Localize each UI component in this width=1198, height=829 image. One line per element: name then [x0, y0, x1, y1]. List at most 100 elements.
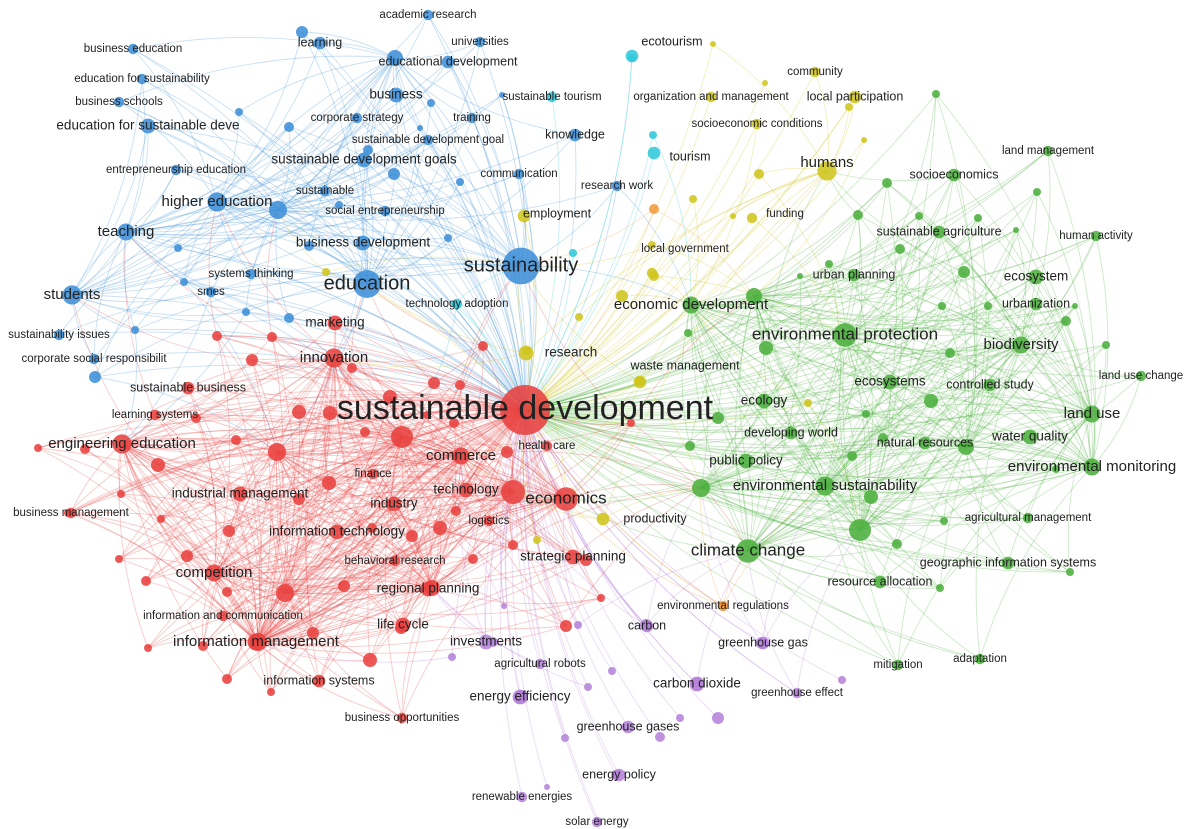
term-node[interactable]: [546, 91, 558, 103]
term-label[interactable]: technology adoption: [406, 298, 509, 310]
term-node[interactable]: [882, 374, 898, 390]
term-node[interactable]: [245, 268, 257, 280]
term-label[interactable]: economic development: [614, 296, 769, 313]
term-label[interactable]: environmental sustainability: [733, 477, 918, 494]
term-node[interactable]: [353, 270, 381, 298]
term-node[interactable]: [181, 381, 195, 395]
term-node[interactable]: [1083, 405, 1101, 423]
term-label[interactable]: logistics: [469, 515, 510, 527]
term-label[interactable]: teaching: [98, 223, 155, 240]
term-node[interactable]: [386, 496, 402, 512]
term-node[interactable]: [388, 87, 404, 103]
term-label[interactable]: behavioral research: [344, 555, 445, 567]
term-label[interactable]: academic research: [379, 9, 476, 21]
term-label[interactable]: industrial management: [172, 486, 309, 501]
term-node[interactable]: [565, 549, 581, 565]
term-node[interactable]: [1090, 230, 1102, 242]
term-label[interactable]: business: [369, 87, 423, 102]
term-label[interactable]: universities: [451, 36, 509, 48]
term-node[interactable]: [113, 96, 125, 108]
term-node[interactable]: [591, 816, 603, 828]
term-label[interactable]: greenhouse gases: [577, 719, 680, 733]
term-node[interactable]: [784, 426, 798, 440]
term-label[interactable]: higher education: [162, 193, 273, 210]
term-label[interactable]: waste management: [629, 358, 740, 372]
term-label[interactable]: urbanization: [1002, 296, 1070, 310]
term-node[interactable]: [396, 712, 408, 724]
term-label[interactable]: carbon: [628, 618, 666, 632]
term-label[interactable]: engineering education: [48, 435, 196, 452]
term-node[interactable]: [847, 268, 861, 282]
term-label[interactable]: tourism: [670, 149, 711, 163]
term-label[interactable]: productivity: [623, 511, 687, 525]
term-label[interactable]: land use change: [1099, 370, 1183, 382]
term-node[interactable]: [324, 348, 344, 368]
term-label[interactable]: humans: [800, 154, 853, 171]
term-label[interactable]: strategic planning: [520, 549, 626, 564]
term-node[interactable]: [329, 524, 345, 540]
term-label[interactable]: sustainable development goals: [271, 152, 457, 167]
term-label[interactable]: sustainable agriculture: [876, 224, 1001, 238]
term-label[interactable]: human activity: [1059, 230, 1133, 242]
term-label[interactable]: organization and management: [633, 91, 789, 103]
term-label[interactable]: research: [545, 345, 598, 360]
term-label[interactable]: greenhouse gas: [718, 635, 808, 649]
term-node[interactable]: [625, 49, 639, 63]
term-label[interactable]: sustainable development: [337, 389, 714, 427]
term-node[interactable]: [756, 393, 772, 409]
term-label[interactable]: education for sustainable deve: [56, 118, 239, 133]
term-label[interactable]: business opportunities: [345, 712, 460, 724]
term-label[interactable]: greenhouse effect: [751, 687, 844, 699]
term-node[interactable]: [247, 633, 265, 651]
term-node[interactable]: [640, 619, 654, 633]
term-node[interactable]: [140, 118, 156, 134]
term-node[interactable]: [355, 235, 371, 251]
term-label[interactable]: developing world: [744, 425, 838, 439]
term-node[interactable]: [379, 205, 391, 217]
term-label[interactable]: innovation: [300, 349, 368, 366]
term-node[interactable]: [319, 185, 331, 197]
term-node[interactable]: [646, 267, 658, 279]
term-label[interactable]: agricultural robots: [494, 658, 586, 670]
term-label[interactable]: urban planning: [813, 267, 896, 281]
term-label[interactable]: ecotourism: [641, 34, 702, 48]
term-label[interactable]: local participation: [807, 89, 904, 103]
term-node[interactable]: [327, 315, 343, 331]
term-node[interactable]: [1022, 512, 1034, 524]
term-node[interactable]: [738, 453, 754, 469]
term-label[interactable]: information technology: [269, 524, 405, 539]
term-node[interactable]: [705, 91, 717, 103]
term-node[interactable]: [873, 575, 887, 589]
term-node[interactable]: [541, 440, 553, 452]
term-node[interactable]: [205, 286, 217, 298]
term-label[interactable]: renewable energies: [472, 791, 573, 803]
term-label[interactable]: investments: [450, 634, 522, 649]
term-label[interactable]: students: [44, 286, 101, 303]
term-label[interactable]: climate change: [691, 540, 805, 559]
term-node[interactable]: [983, 378, 997, 392]
term-node[interactable]: [389, 555, 401, 567]
term-node[interactable]: [478, 634, 494, 650]
term-label[interactable]: socioeconomics: [910, 167, 999, 181]
term-node[interactable]: [1028, 269, 1044, 285]
term-label[interactable]: employment: [523, 206, 592, 220]
term-label[interactable]: mitigation: [873, 659, 922, 671]
term-node[interactable]: [534, 658, 546, 670]
term-node[interactable]: [1001, 556, 1015, 570]
term-label[interactable]: training: [453, 112, 491, 124]
term-node[interactable]: [136, 73, 148, 85]
term-node[interactable]: [974, 653, 986, 665]
term-label[interactable]: research work: [581, 180, 653, 192]
term-label[interactable]: community: [787, 66, 843, 78]
term-label[interactable]: business management: [13, 507, 130, 519]
term-node[interactable]: [483, 515, 495, 527]
term-node[interactable]: [682, 296, 700, 314]
term-node[interactable]: [848, 90, 862, 104]
term-node[interactable]: [452, 447, 470, 465]
term-label[interactable]: knowledge: [545, 127, 605, 141]
term-label[interactable]: ecosystems: [854, 374, 926, 389]
term-label[interactable]: economics: [525, 488, 606, 507]
term-node[interactable]: [313, 36, 327, 50]
term-node[interactable]: [88, 353, 100, 365]
term-label[interactable]: smes: [197, 286, 225, 298]
